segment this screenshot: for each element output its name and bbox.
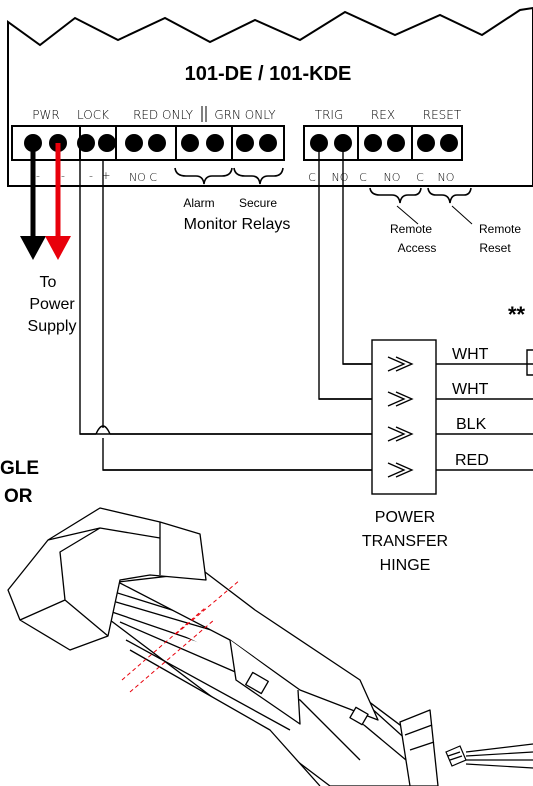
monitor-relays-label: Monitor Relays xyxy=(184,216,291,233)
label-trig-c: C xyxy=(308,171,316,184)
hinge-wire-lines xyxy=(80,363,372,471)
label-secure: Secure xyxy=(239,196,277,210)
power-wire-black xyxy=(20,143,46,260)
terminal-screw xyxy=(387,134,405,152)
terminal-bottom-labels: - - - + NO C C NO C NO C NO xyxy=(36,169,454,184)
wire-label-wht-2: WHT xyxy=(452,381,489,398)
power-supply-line1: To xyxy=(40,274,57,291)
terminal-screws xyxy=(24,134,458,152)
terminal-screw xyxy=(125,134,143,152)
remote-reset-line2: Reset xyxy=(479,241,511,255)
label-rex-c: C xyxy=(359,171,367,184)
power-supply-line2: Power xyxy=(29,296,75,313)
group-trig: TRIG xyxy=(315,108,344,122)
remote-access-line2: Access xyxy=(398,241,437,255)
wire-label-wht-1: WHT xyxy=(452,346,489,363)
terminal-screw xyxy=(181,134,199,152)
right-device-edge xyxy=(526,349,533,376)
wire-hop-gap xyxy=(96,428,110,438)
terminal-block-right xyxy=(303,125,463,161)
terminal-screw xyxy=(148,134,166,152)
wire-label-blk: BLK xyxy=(456,416,487,433)
terminal-screw xyxy=(417,134,435,152)
hinge-label-line3: HINGE xyxy=(380,557,431,574)
label-lock-plus: + xyxy=(101,169,110,182)
label-red-noc: NO C xyxy=(129,171,157,184)
label-trig-no: NO xyxy=(332,171,349,184)
wire-hop xyxy=(95,425,111,435)
left-cut-text-1: GLE xyxy=(0,458,39,479)
wire-label-red: RED xyxy=(455,452,489,469)
terminal-screw xyxy=(236,134,254,152)
power-wire-red xyxy=(45,143,71,260)
asterisks: ** xyxy=(508,302,526,327)
power-supply-line3: Supply xyxy=(28,318,77,335)
label-pwr-minus: - xyxy=(36,169,40,182)
remote-leader-lines xyxy=(396,205,473,225)
group-red-only: RED ONLY xyxy=(133,108,193,122)
remote-access-line1: Remote xyxy=(390,222,432,236)
label-pwr-minus2: - xyxy=(61,169,65,182)
terminal-screw xyxy=(364,134,382,152)
group-lock: LOCK xyxy=(77,108,109,122)
hinge-label-line1: POWER xyxy=(375,509,435,526)
hinge-label-line2: TRANSFER xyxy=(362,533,448,550)
terminal-screw xyxy=(98,134,116,152)
terminal-screw xyxy=(206,134,224,152)
group-rex: REX xyxy=(371,108,395,122)
label-reset-no: NO xyxy=(438,171,455,184)
hinge-box xyxy=(371,339,437,495)
terminal-screw xyxy=(440,134,458,152)
connector-plug xyxy=(445,743,533,769)
terminal-group-labels: PWR LOCK RED ONLY GRN ONLY TRIG REX RESE… xyxy=(32,108,462,122)
group-reset: RESET xyxy=(423,108,462,122)
group-grn-only: GRN ONLY xyxy=(214,108,276,122)
terminal-screw xyxy=(259,134,277,152)
cut-lines xyxy=(121,579,241,693)
left-cut-text-2: OR xyxy=(4,486,33,507)
remote-reset-line1: Remote xyxy=(479,222,521,236)
label-rex-no: NO xyxy=(384,171,401,184)
label-lock-minus: - xyxy=(89,169,93,182)
exit-device-illustration xyxy=(7,507,439,786)
controller-title: 101-DE / 101-KDE xyxy=(185,63,352,85)
group-pwr: PWR xyxy=(32,108,59,122)
relay-braces xyxy=(174,167,472,204)
hinge-chevrons xyxy=(387,356,414,478)
label-alarm: Alarm xyxy=(183,196,214,210)
terminal-screw xyxy=(77,134,95,152)
label-reset-c: C xyxy=(416,171,424,184)
